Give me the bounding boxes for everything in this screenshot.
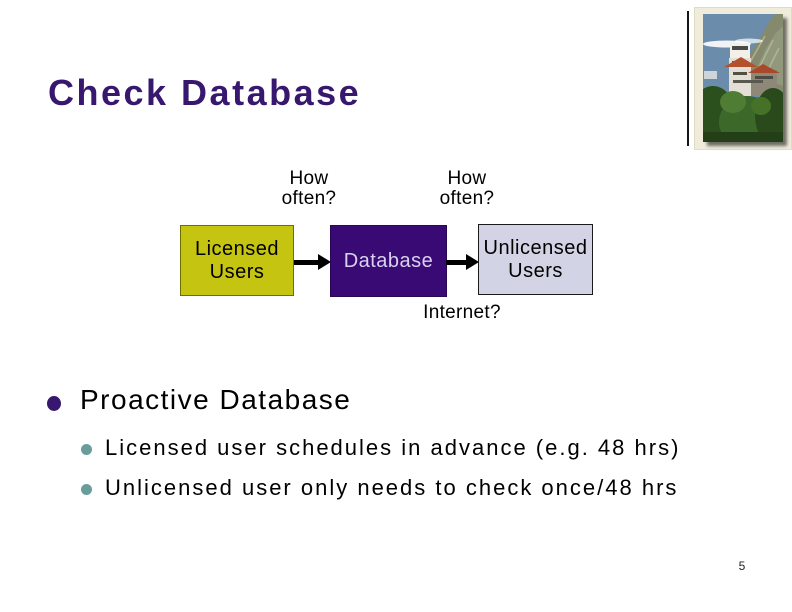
licensed-users-box: Licensed Users — [180, 225, 294, 296]
sub-bullet-marker-icon — [81, 484, 92, 495]
bullet-main-text: Proactive Database — [80, 384, 352, 415]
slide-title: Check Database — [48, 72, 362, 113]
internet-label: Internet? — [423, 302, 501, 323]
arrow-head — [466, 254, 479, 270]
arrow-licensed-to-database-icon — [294, 254, 331, 270]
arrow-database-to-unlicensed-icon — [446, 254, 479, 270]
arrow-shaft — [294, 259, 318, 265]
unlicensed-users-box: Unlicensed Users — [478, 224, 593, 295]
sub-bullet-marker-icon — [81, 444, 92, 455]
photo-frame — [694, 7, 792, 150]
photo-accent-line — [687, 11, 689, 146]
building-mountain-photo-art — [703, 14, 783, 142]
page-number: 5 — [738, 559, 746, 573]
building-mountain-photo — [703, 14, 783, 142]
bullet-sub-text-1: Licensed user schedules in advance (e.g.… — [105, 435, 681, 460]
database-box: Database — [330, 225, 447, 297]
arrow-head — [318, 254, 331, 270]
main-bullet-marker-icon — [47, 396, 61, 411]
arrow-shaft — [446, 259, 466, 265]
bullet-sub-text-2: Unlicensed user only needs to check once… — [105, 475, 679, 500]
how-often-label-right: How often? — [439, 168, 495, 209]
how-often-label-left: How often? — [281, 168, 337, 209]
